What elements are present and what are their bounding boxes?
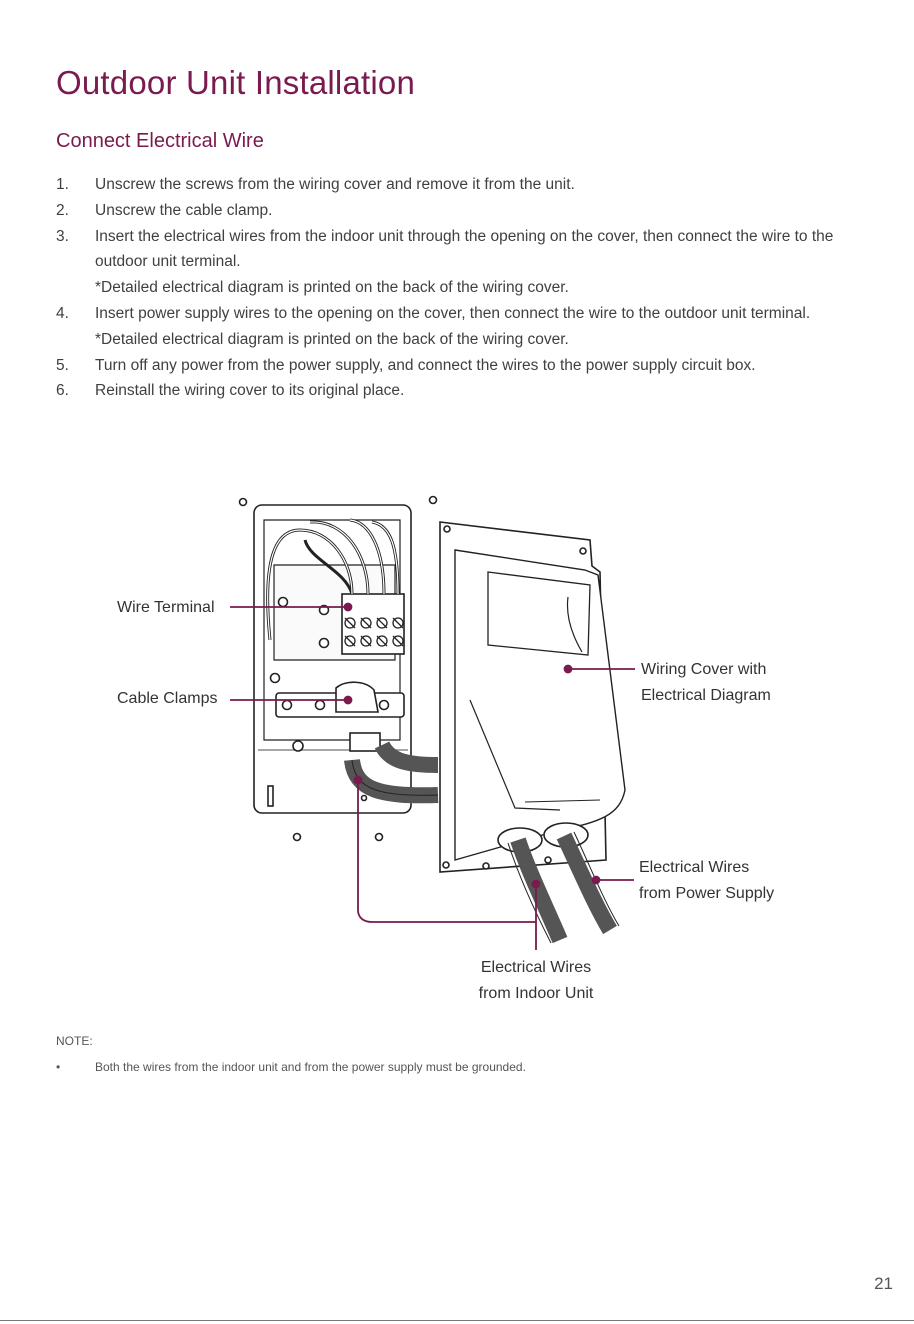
leader-indoor-wires [357,780,536,923]
step-5: 5. Turn off any power from the power sup… [56,353,856,379]
step-note: *Detailed electrical diagram is printed … [95,279,569,297]
power-cable [374,740,439,773]
label-wiring-cover: Wiring Cover with Electrical Diagram [641,661,771,704]
section-title: Connect Electrical Wire [56,130,264,152]
mount-hole [238,497,248,507]
step-4: 4. Insert power supply wires to the open… [56,301,856,353]
label-wire-terminal: Wire Terminal [117,599,215,616]
steps-list: 1. Unscrew the screws from the wiring co… [56,172,856,404]
mount-hole [374,832,384,842]
step-number: 2. [56,201,69,219]
step-text: Insert power supply wires to the opening… [95,304,811,322]
step-number: 4. [56,304,69,322]
mount-hole [292,832,302,842]
step-number: 3. [56,227,69,245]
step-number: 6. [56,382,69,400]
page-number: 21 [874,1274,893,1293]
step-1: 1. Unscrew the screws from the wiring co… [56,172,856,198]
label-power-wires: Electrical Wires from Power Supply [639,859,775,902]
footer-rule [0,1320,914,1321]
note-heading: NOTE: [56,1034,93,1048]
step-text: Reinstall the wiring cover to its origin… [95,382,405,400]
step-note: *Detailed electrical diagram is printed … [95,330,569,348]
step-3: 3. Insert the electrical wires from the … [56,224,856,301]
note-text: Both the wires from the indoor unit and … [95,1060,526,1074]
step-number: 1. [56,176,69,193]
note-item: • Both the wires from the indoor unit an… [56,1060,526,1074]
step-2: 2. Unscrew the cable clamp. [56,198,856,224]
label-indoor-wires: Electrical Wires from Indoor Unit [478,959,594,1002]
step-6: 6. Reinstall the wiring cover to its ori… [56,378,856,404]
step-text: Turn off any power from the power supply… [95,356,756,374]
step-number: 5. [56,356,69,374]
step-text: Unscrew the screws from the wiring cover… [95,176,575,193]
label-cable-clamps: Cable Clamps [117,690,218,707]
power-cable-out [556,832,617,935]
bullet: • [56,1060,61,1074]
wiring-illustration [230,495,635,950]
page-title: Outdoor Unit Installation [56,64,416,101]
mount-hole [428,495,438,505]
step-text: Insert the electrical wires from the ind… [95,227,834,271]
step-text: Unscrew the cable clamp. [95,201,273,219]
